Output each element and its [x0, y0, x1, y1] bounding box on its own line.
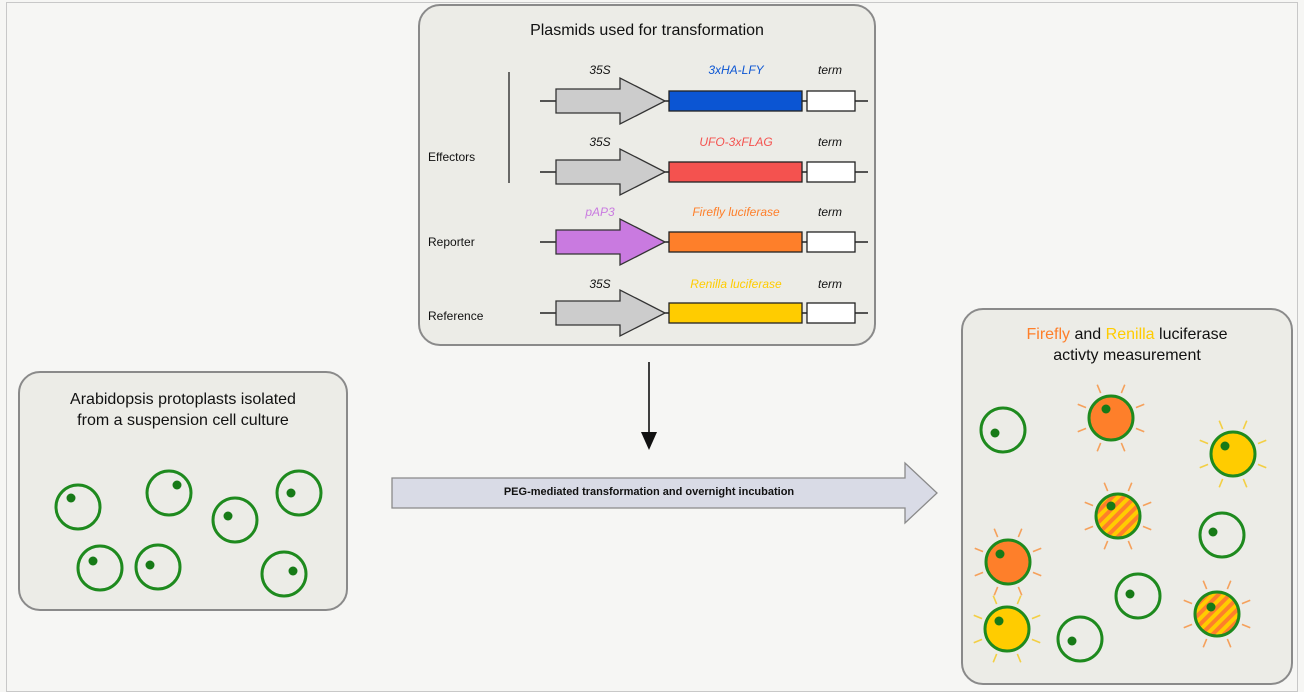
construct-2-terminator-box — [806, 161, 856, 183]
construct-3-gene-box — [668, 231, 803, 253]
construct-2-promoter-arrow — [555, 147, 667, 197]
construct-2 — [540, 147, 868, 197]
construct-1-gene-box — [668, 90, 803, 112]
construct-3 — [540, 217, 868, 267]
construct-1-terminator-label: term — [818, 63, 842, 77]
measured-cell-9 — [1056, 615, 1104, 663]
measured-cell-1 — [979, 406, 1027, 454]
measured-cell-5 — [1084, 482, 1152, 550]
reference-label: Reference — [428, 309, 484, 323]
reporter-label: Reporter — [428, 235, 475, 249]
measured-cell-8 — [973, 595, 1041, 663]
construct-1-gene-label: 3xHA-LFY — [708, 63, 764, 77]
construct-1-terminator-box — [806, 90, 856, 112]
measured-cell-2 — [1077, 384, 1145, 452]
measurement-cells — [973, 384, 1267, 663]
construct-4-gene-box — [668, 302, 803, 324]
renilla-word: Renilla — [1105, 326, 1155, 343]
construct-4-terminator-label: term — [818, 277, 842, 291]
construct-4-gene-label: Renilla luciferase — [690, 277, 782, 291]
protoplast-cell-4 — [275, 469, 323, 517]
construct-4-promoter-label: 35S — [589, 277, 611, 291]
measured-cell-6 — [1198, 511, 1246, 559]
protoplast-title-line-1: Arabidopsis protoplasts isolated — [70, 391, 296, 408]
construct-3-gene-label: Firefly luciferase — [692, 205, 780, 219]
measured-cell-4 — [974, 528, 1042, 596]
protoplast-cell-3 — [211, 496, 259, 544]
construct-1-promoter-arrow — [555, 76, 667, 126]
protoplast-cells — [54, 469, 323, 598]
construct-2-gene-box — [668, 161, 803, 183]
luciferase-word: luciferase — [1154, 326, 1228, 343]
plasmid-panel-title: Plasmids used for transformation — [530, 22, 764, 39]
effectors-label: Effectors — [428, 150, 476, 164]
construct-3-terminator-label: term — [818, 205, 842, 219]
transformation-arrow — [391, 461, 938, 525]
measured-cell-7 — [1114, 572, 1162, 620]
construct-3-terminator-box — [806, 231, 856, 253]
construct-4-terminator-box — [806, 302, 856, 324]
protoplast-cell-2 — [145, 469, 193, 517]
construct-4 — [540, 288, 868, 338]
protoplast-cell-6 — [134, 543, 182, 591]
firefly-word: Firefly — [1026, 326, 1071, 343]
measurement-panel-title: Firefly and Renilla luciferase activty m… — [963, 324, 1291, 366]
protoplast-cell-5 — [76, 544, 124, 592]
construct-2-terminator-label: term — [818, 135, 842, 149]
protoplast-cell-7 — [260, 550, 308, 598]
construct-3-promoter-arrow — [555, 217, 667, 267]
construct-2-promoter-label: 35S — [589, 135, 611, 149]
construct-2-gene-label: UFO-3xFLAG — [699, 135, 773, 149]
protoplast-cell-1 — [54, 483, 102, 531]
and-word: and — [1070, 326, 1106, 343]
transformation-arrow-label: PEG-mediated transformation and overnigh… — [503, 486, 795, 498]
construct-1-promoter-label: 35S — [589, 63, 611, 77]
measurement-title-line-2: activty measurement — [1053, 347, 1201, 364]
construct-4-promoter-arrow — [555, 288, 667, 338]
construct-1 — [540, 76, 868, 126]
construct-3-promoter-label: pAP3 — [585, 205, 615, 219]
down-arrow — [641, 362, 657, 450]
protoplast-title-line-2: from a suspension cell culture — [77, 412, 289, 429]
protoplast-panel-title: Arabidopsis protoplasts isolated from a … — [20, 389, 346, 431]
measured-cell-10 — [1183, 580, 1251, 648]
measured-cell-3 — [1199, 420, 1267, 488]
